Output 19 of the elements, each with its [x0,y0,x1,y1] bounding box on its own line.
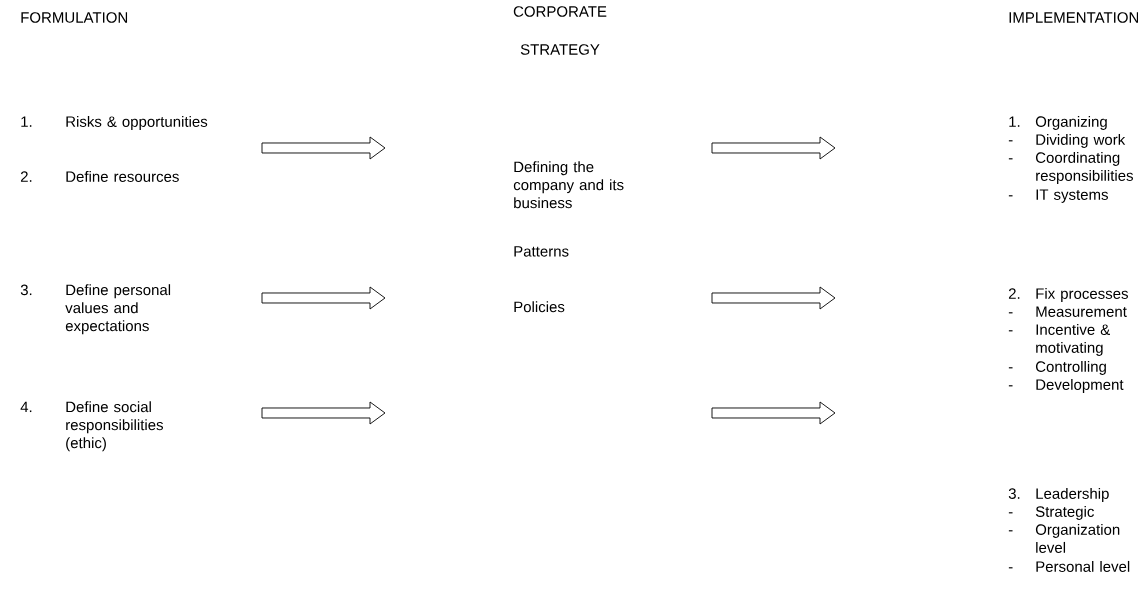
block-arrow [711,286,836,310]
block-arrow [261,136,386,160]
numbered-item: 4. Define social responsibilities (ethic) [20,401,163,452]
block-arrow [261,401,386,425]
block-arrow [711,136,836,160]
numbered-item: 2. Define resources [20,170,179,182]
block-arrow [261,286,386,310]
column-heading: CORPORATE STRATEGY [513,6,607,55]
strategy-text: Policies [514,301,565,313]
numbered-item: 3. Define personal values and expectations [20,284,171,335]
strategy-text: Patterns [514,246,569,257]
numbered-item: 1. Risks & opportunities [21,115,208,130]
strategy-text: Defining the company and its business [513,161,624,209]
numbered-list: 3. Leadership - Strategic - Organization level - Personal level [1008,487,1130,572]
numbered-list: 2. Fix processes - Measurement - Incentive & motivating - Controlling - Development [1008,287,1128,393]
numbered-list: 1. Organizing - Dividing work - Coordinating responsibilities - IT systems [1008,115,1133,203]
column-heading: FORMULATION [21,12,128,23]
block-arrow [711,401,836,425]
column-heading: IMPLEMENTATION [1009,12,1138,23]
